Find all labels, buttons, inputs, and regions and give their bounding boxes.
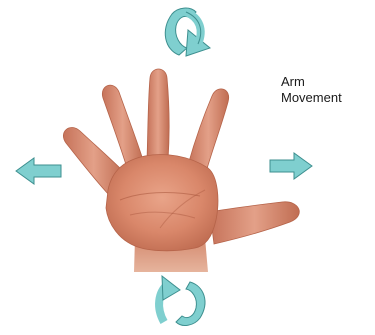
index-finger (188, 89, 229, 172)
left-arrow-icon (16, 158, 61, 184)
label-line-1: Arm (281, 74, 342, 90)
right-arrow-icon (270, 153, 312, 179)
thumb (210, 202, 299, 244)
palm (106, 155, 218, 251)
hand-illustration (63, 69, 299, 272)
arm-movement-label: Arm Movement (281, 74, 342, 106)
label-line-2: Movement (281, 90, 342, 106)
ring-finger (102, 85, 143, 168)
rotate-arrow-bottom-icon (159, 276, 205, 325)
middle-finger (147, 69, 169, 160)
rotate-arrow-top-icon (165, 8, 210, 56)
